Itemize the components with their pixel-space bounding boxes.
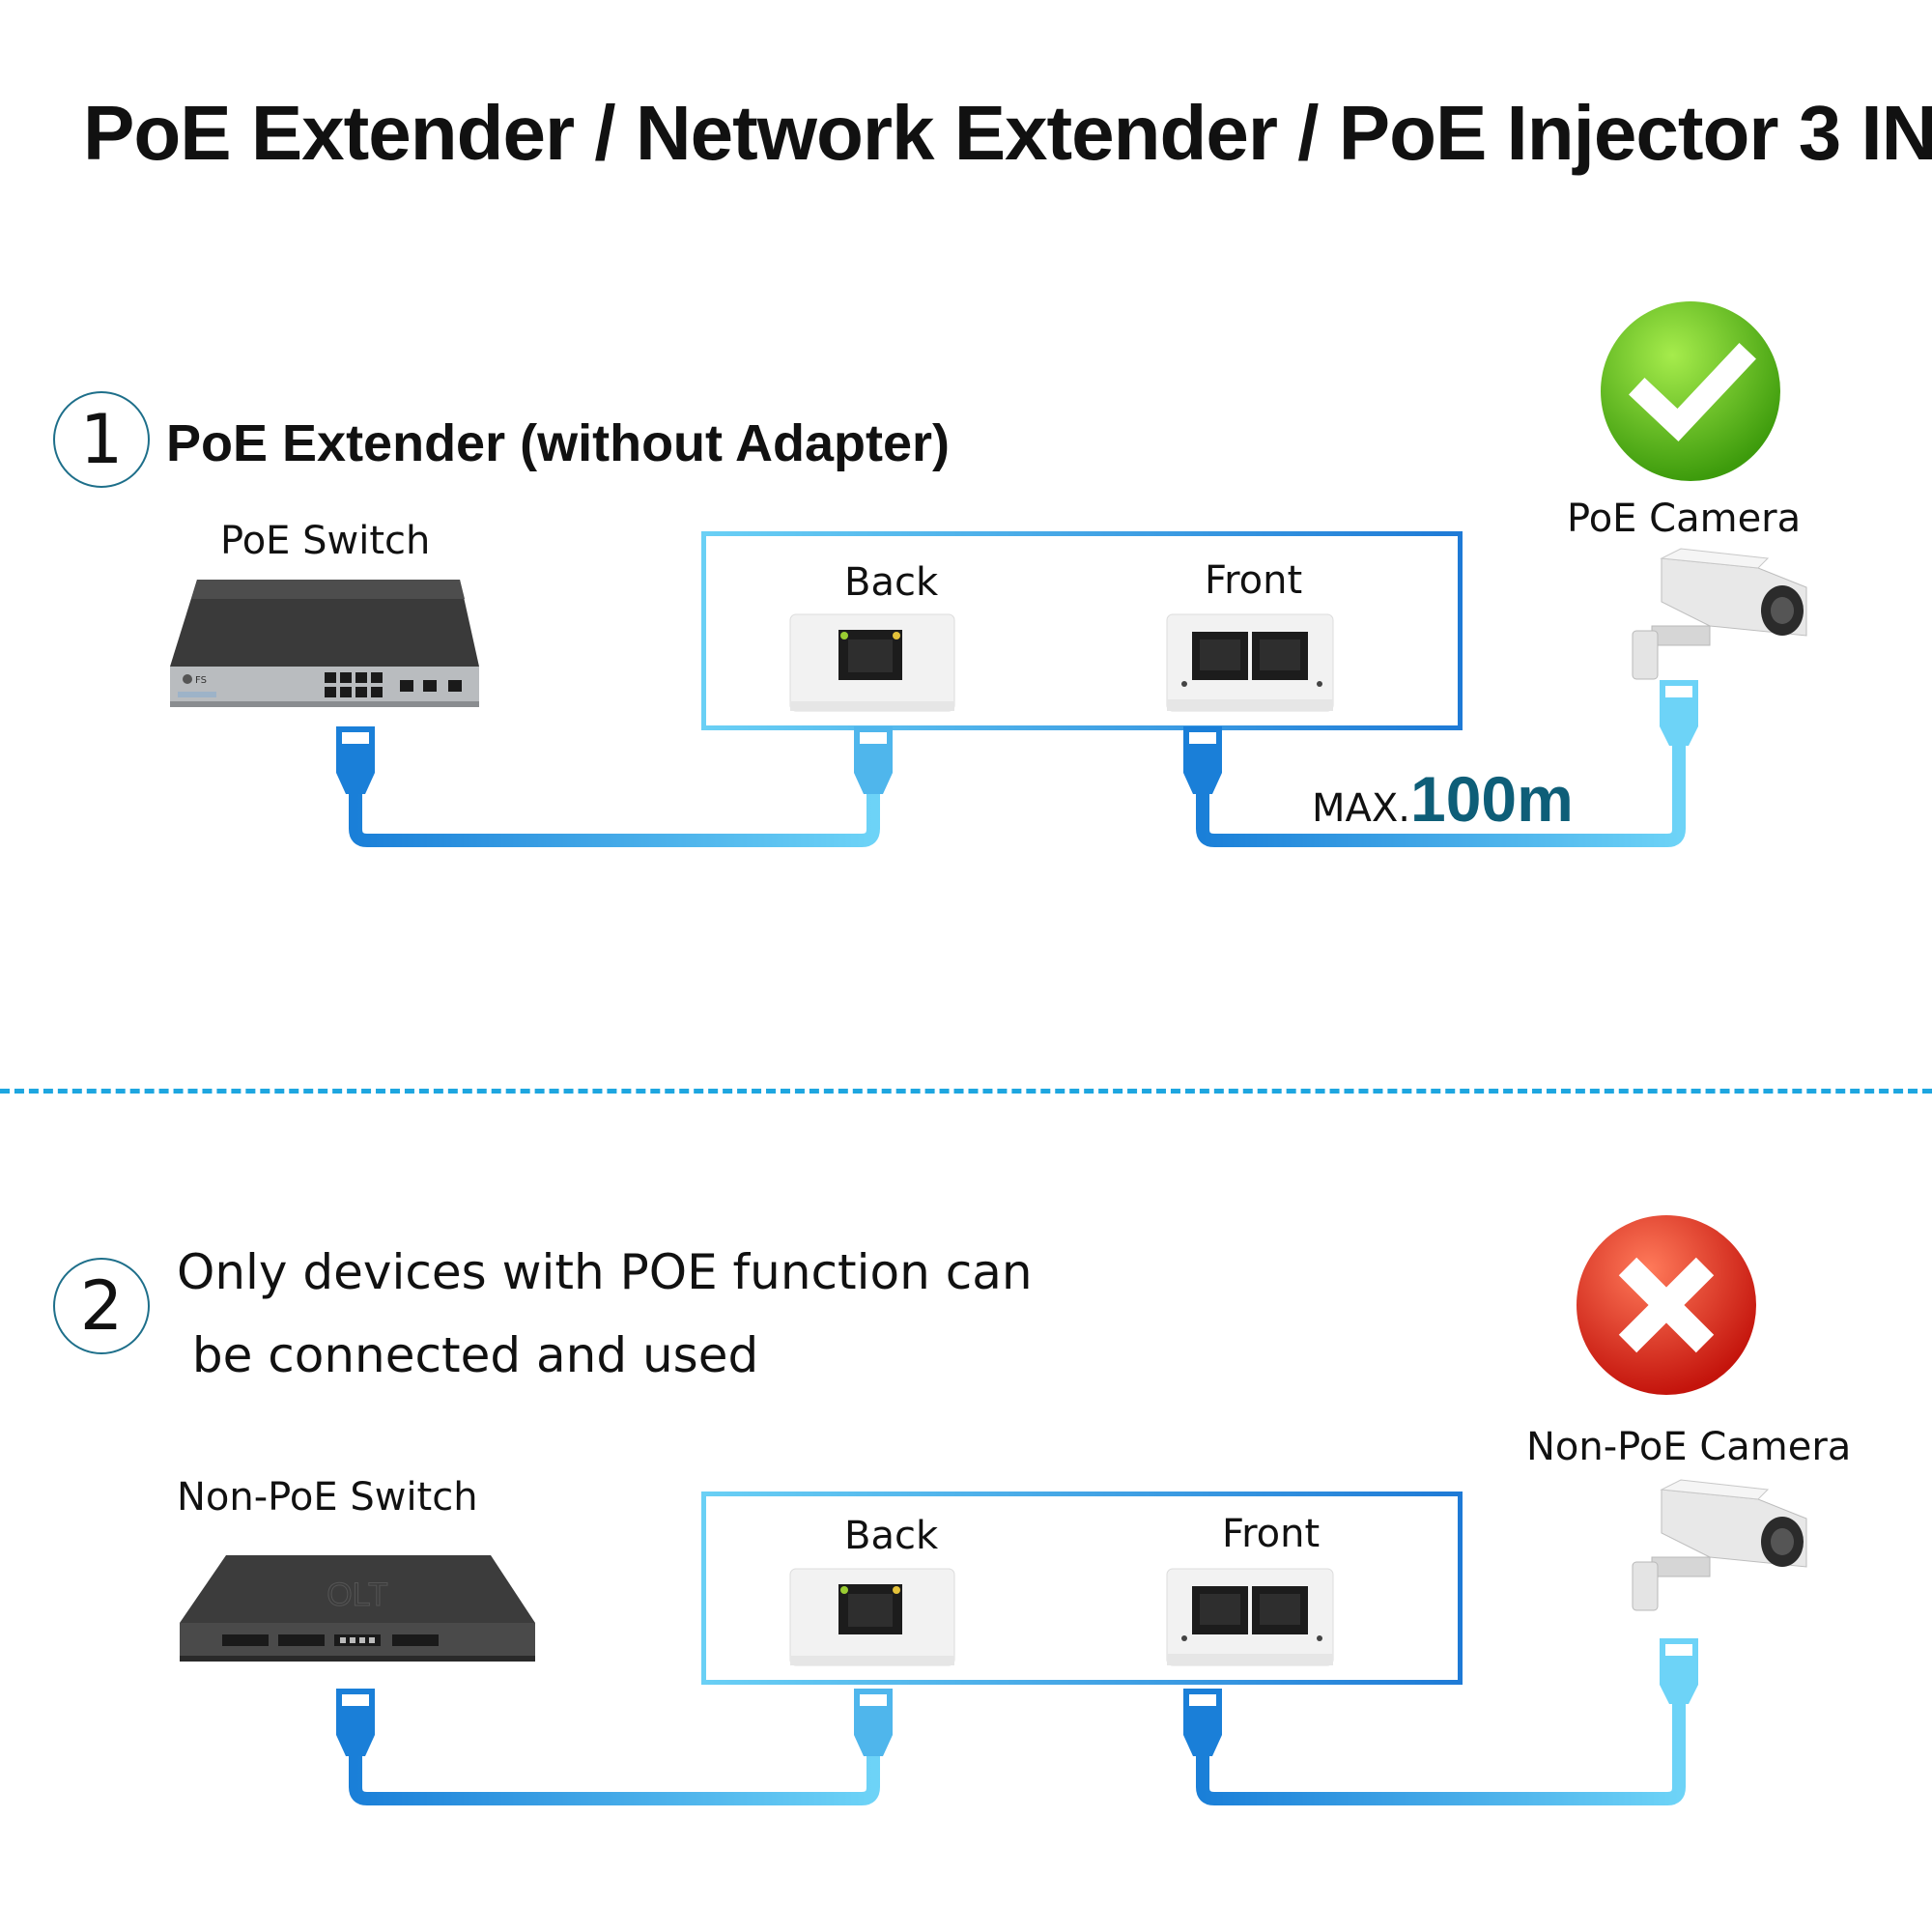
- rj45-plug-1a: [336, 726, 375, 794]
- non-poe-switch-image: OLT: [180, 1555, 535, 1662]
- step-number-1: 1: [53, 391, 150, 488]
- cross-icon: [1577, 1215, 1756, 1395]
- max-distance: MAX.100m: [1312, 767, 1574, 831]
- front-port-unit-1: [1166, 613, 1334, 712]
- section2-heading-line2: be connected and used: [177, 1327, 759, 1383]
- page-title: PoE Extender / Network Extender / PoE In…: [83, 90, 1932, 176]
- back-label-2: Back: [844, 1514, 939, 1558]
- poe-switch-label: PoE Switch: [220, 519, 431, 563]
- front-label-2: Front: [1222, 1512, 1321, 1556]
- poe-switch-image: FS: [170, 580, 479, 707]
- camera-image-2: [1632, 1479, 1807, 1611]
- back-port-unit-2: [789, 1568, 955, 1666]
- camera-image-1: [1632, 548, 1807, 680]
- section-divider: [0, 1089, 1932, 1094]
- back-label-1: Back: [844, 560, 939, 605]
- back-port-unit-1: [789, 613, 955, 712]
- step-number-2: 2: [53, 1258, 150, 1354]
- max-prefix: MAX.: [1312, 786, 1410, 831]
- switch-brand-text-2: OLT: [327, 1577, 388, 1613]
- poe-camera-label: PoE Camera: [1567, 497, 1802, 541]
- max-value: 100m: [1410, 763, 1574, 835]
- front-port-unit-2: [1166, 1568, 1334, 1666]
- check-icon: [1601, 301, 1780, 481]
- non-poe-camera-label: Non-PoE Camera: [1526, 1425, 1852, 1469]
- front-label-1: Front: [1205, 558, 1303, 603]
- non-poe-switch-label: Non-PoE Switch: [177, 1475, 478, 1520]
- section1-heading: PoE Extender (without Adapter): [166, 414, 951, 472]
- switch-brand-text: FS: [195, 675, 207, 686]
- section2-heading-line1: Only devices with POE function can: [177, 1244, 1033, 1300]
